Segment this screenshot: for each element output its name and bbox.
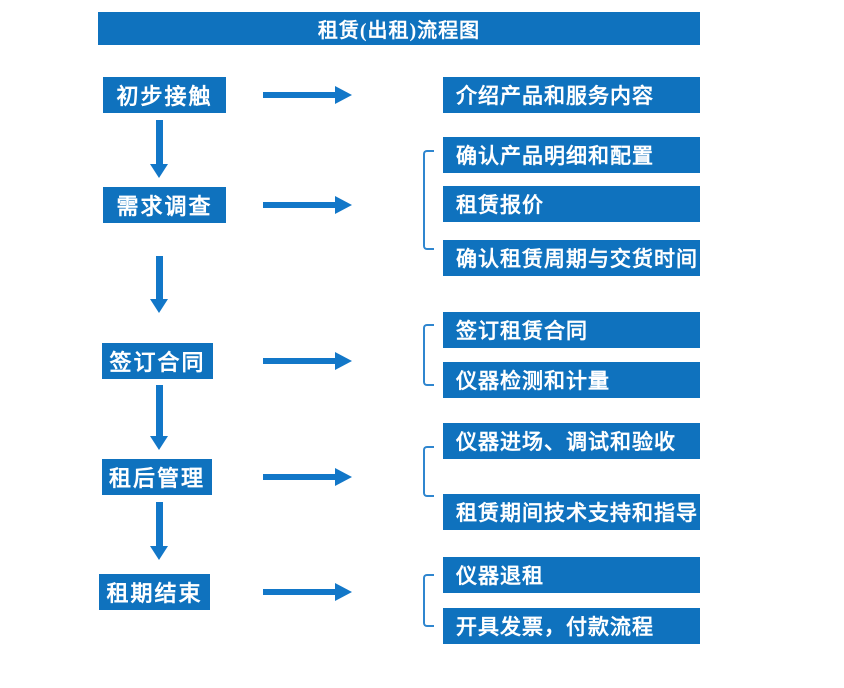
right-arrow-1 xyxy=(263,86,353,104)
group-bracket-sign-contract xyxy=(423,324,434,386)
detail-label: 仪器进场、调试和验收 xyxy=(456,430,676,454)
right-arrow-4 xyxy=(263,468,353,486)
detail-box-sign-rental-contract: 签订租赁合同 xyxy=(443,312,700,348)
right-arrow-3 xyxy=(263,352,353,370)
down-arrow-head xyxy=(150,164,168,178)
group-bracket-post-rental xyxy=(423,446,434,497)
down-arrow-shaft xyxy=(156,256,163,299)
group-bracket-demand-survey xyxy=(423,150,434,250)
down-arrow-head xyxy=(150,436,168,450)
down-arrow-4 xyxy=(149,502,169,560)
detail-label: 开具发票，付款流程 xyxy=(456,615,654,639)
right-arrow-shaft xyxy=(263,474,335,480)
detail-box-instrument-return: 仪器退租 xyxy=(443,557,700,593)
right-arrow-head xyxy=(335,468,352,486)
detail-label: 仪器检测和计量 xyxy=(456,369,610,393)
down-arrow-shaft xyxy=(156,385,163,436)
step-label: 签订合同 xyxy=(109,350,206,375)
detail-box-invoice-payment: 开具发票，付款流程 xyxy=(443,608,700,644)
step-box-initial-contact: 初步接触 xyxy=(103,77,226,113)
flowchart-title: 租赁(出租)流程图 xyxy=(317,20,481,42)
detail-box-instrument-inspection: 仪器检测和计量 xyxy=(443,362,700,398)
detail-label: 签订租赁合同 xyxy=(456,319,588,343)
right-arrow-head xyxy=(335,196,352,214)
group-bracket-rental-end xyxy=(423,574,434,627)
step-label: 初步接触 xyxy=(116,84,213,109)
step-label: 租期结束 xyxy=(106,581,203,606)
right-arrow-head xyxy=(335,86,352,104)
right-arrow-2 xyxy=(263,196,353,214)
down-arrow-2 xyxy=(149,256,169,313)
right-arrow-5 xyxy=(263,583,353,601)
right-arrow-head xyxy=(335,352,352,370)
right-arrow-shaft xyxy=(263,202,335,208)
down-arrow-3 xyxy=(149,385,169,450)
detail-label: 确认产品明细和配置 xyxy=(456,144,654,168)
right-arrow-shaft xyxy=(263,92,335,98)
down-arrow-1 xyxy=(149,120,169,178)
detail-label: 介绍产品和服务内容 xyxy=(456,84,654,108)
right-arrow-shaft xyxy=(263,589,335,595)
detail-box-instrument-setup-acceptance: 仪器进场、调试和验收 xyxy=(443,423,700,459)
down-arrow-shaft xyxy=(156,502,163,546)
down-arrow-shaft xyxy=(156,120,163,164)
step-box-sign-contract: 签订合同 xyxy=(102,343,213,379)
right-arrow-head xyxy=(335,583,352,601)
step-box-demand-survey: 需求调查 xyxy=(103,187,226,223)
right-arrow-shaft xyxy=(263,358,335,364)
detail-box-confirm-product-config: 确认产品明细和配置 xyxy=(443,137,700,173)
step-box-rental-end: 租期结束 xyxy=(99,574,210,610)
down-arrow-head xyxy=(150,299,168,313)
detail-label: 仪器退租 xyxy=(456,564,544,588)
step-box-post-rental-management: 租后管理 xyxy=(102,459,212,495)
detail-label: 租赁期间技术支持和指导 xyxy=(456,501,698,525)
flowchart-title-bar: 租赁(出租)流程图 xyxy=(98,12,700,45)
step-label: 租后管理 xyxy=(108,466,205,491)
detail-box-rental-quote: 租赁报价 xyxy=(443,186,700,222)
detail-box-confirm-period-delivery: 确认租赁周期与交货时间 xyxy=(443,240,700,276)
down-arrow-head xyxy=(150,546,168,560)
detail-label: 确认租赁周期与交货时间 xyxy=(456,247,698,271)
detail-box-introduce-products: 介绍产品和服务内容 xyxy=(443,77,700,113)
detail-box-technical-support: 租赁期间技术支持和指导 xyxy=(443,494,700,530)
step-label: 需求调查 xyxy=(116,194,213,219)
detail-label: 租赁报价 xyxy=(456,193,544,217)
